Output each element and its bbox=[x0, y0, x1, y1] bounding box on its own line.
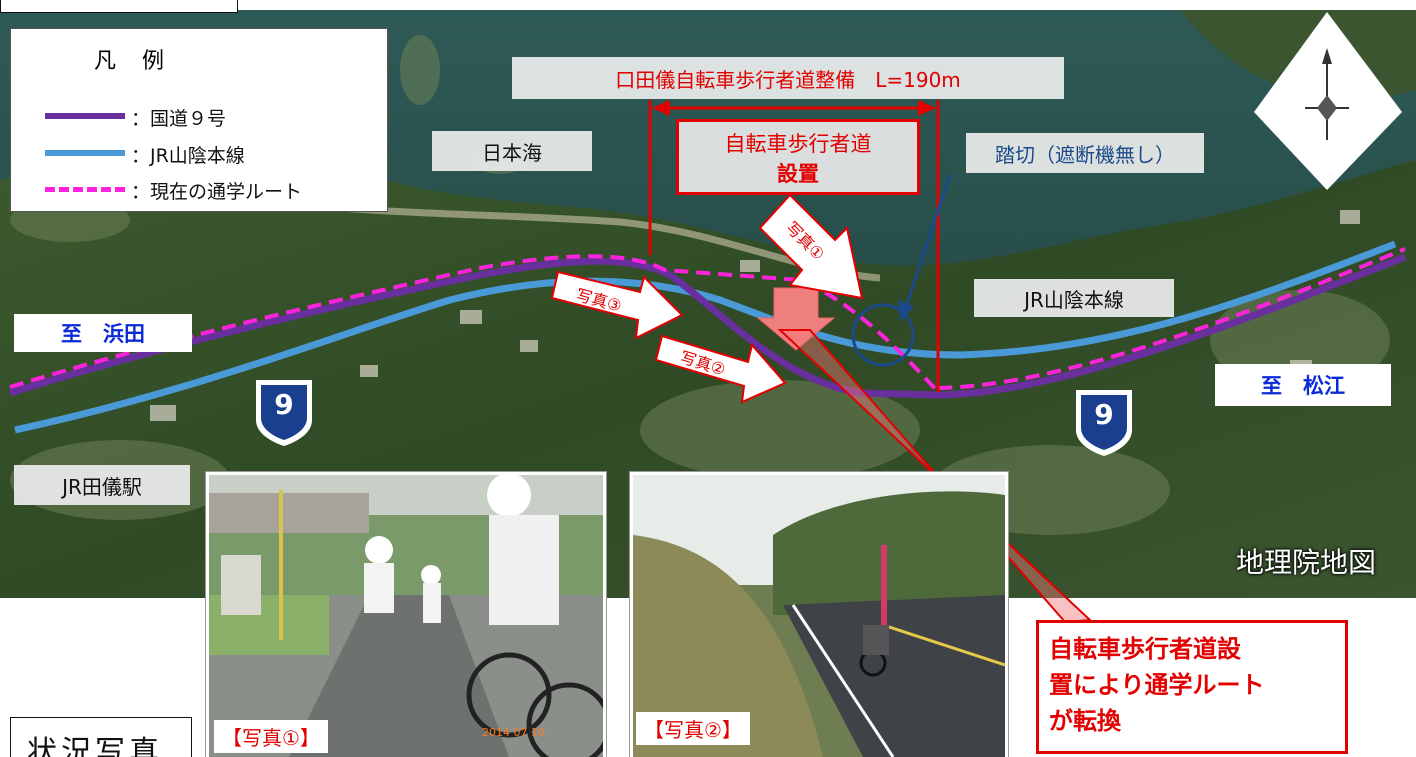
photo-arrow-1 bbox=[758, 193, 864, 300]
route-change-callout: 自転車歩行者道設 置により通学ルート が転換 bbox=[1036, 620, 1348, 754]
legend-item-jr-line: ：JR山陰本線 bbox=[11, 139, 387, 169]
crossing-marker bbox=[851, 303, 915, 367]
jr-sanin-line bbox=[14, 240, 1397, 434]
jr-line-swatch bbox=[45, 150, 125, 156]
legend-item-school-route: ：現在の通学ルート bbox=[11, 175, 387, 205]
section-label-line1: 自転車歩行者道 bbox=[724, 132, 872, 156]
photo-arrow-2 bbox=[654, 334, 787, 404]
route-shield-east-icon bbox=[1076, 390, 1132, 456]
railway-label: JR山陰本線 bbox=[974, 279, 1174, 317]
to-matsue-label: 至 松江 bbox=[1215, 364, 1391, 406]
legend-title: 凡 例 bbox=[93, 49, 166, 74]
photo-2-caption: 【写真②】 bbox=[636, 712, 750, 745]
route9-swatch bbox=[45, 113, 125, 119]
crossing-label: 踏切（遮断機無し） bbox=[966, 133, 1204, 173]
map-watermark: 地理院地図 bbox=[1236, 546, 1377, 579]
header-box-fragment bbox=[0, 0, 238, 13]
school-route-swatch bbox=[45, 187, 125, 192]
legend: 凡 例 ：国道９号 ：JR山陰本線 ：現在の通学ルート bbox=[10, 28, 388, 212]
callout-line: 自転車歩行者道設 bbox=[1049, 635, 1241, 663]
route-shield-west-icon bbox=[256, 380, 312, 446]
photo-1 bbox=[206, 472, 606, 757]
photo-arrow-3 bbox=[550, 270, 684, 340]
route-shield-east-number: 9 bbox=[1094, 398, 1114, 431]
section-label-line2: 設置 bbox=[777, 162, 819, 186]
photo-1-image bbox=[209, 475, 603, 757]
sea-label: 日本海 bbox=[432, 131, 592, 171]
photo-2-image bbox=[633, 475, 1005, 757]
legend-label: ：JR山陰本線 bbox=[131, 145, 245, 167]
callout-line: が転換 bbox=[1049, 707, 1121, 735]
legend-item-route9: ：国道９号 bbox=[11, 102, 387, 132]
project-label: 口田儀自転車歩行者道整備 L=190m bbox=[512, 57, 1064, 99]
photo-2 bbox=[630, 472, 1008, 757]
compass-icon bbox=[1254, 12, 1402, 190]
footer-heading-box: 状況写真 bbox=[10, 717, 192, 757]
route-shield-west-number: 9 bbox=[274, 388, 294, 421]
legend-label: ：現在の通学ルート bbox=[131, 181, 303, 203]
legend-label: ：国道９号 bbox=[131, 108, 227, 130]
to-hamada-label: 至 浜田 bbox=[14, 314, 192, 352]
construction-arrow bbox=[756, 287, 836, 351]
station-label: JR田儀駅 bbox=[14, 465, 190, 505]
section-label-box: 自転車歩行者道 設置 bbox=[676, 119, 920, 195]
photo-1-caption: 【写真①】 bbox=[214, 720, 328, 753]
national-route-9 bbox=[8, 253, 1407, 399]
callout-line: 置により通学ルート bbox=[1049, 671, 1265, 699]
school-route bbox=[9, 247, 1406, 396]
footer-heading-text: 状況写真 bbox=[27, 735, 163, 757]
photo-1-date: 2014 07 10 bbox=[482, 726, 545, 739]
